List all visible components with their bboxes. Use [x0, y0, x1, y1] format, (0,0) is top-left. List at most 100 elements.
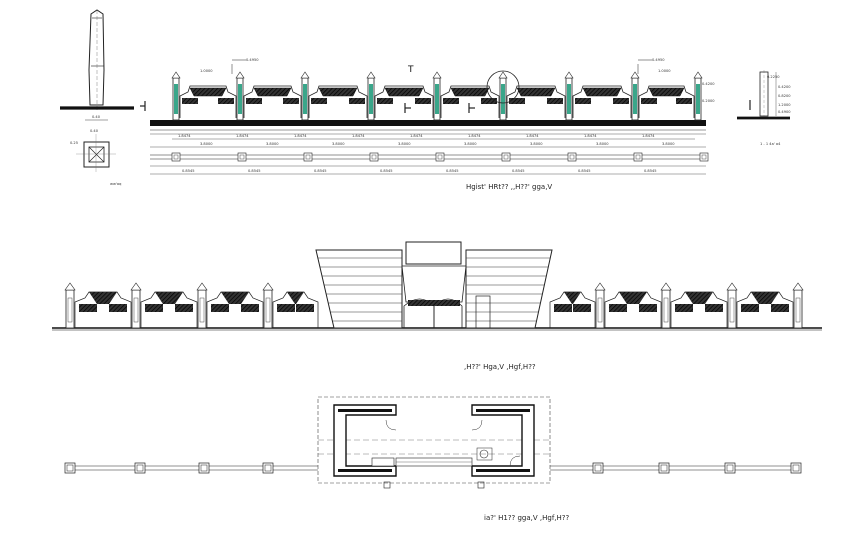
section-dimension-label: 1.8474 — [410, 134, 423, 138]
front-elevation: ,H??' Hga,V ,Hgf,H?? — [52, 241, 822, 371]
elevation-wall-panel — [604, 291, 662, 328]
section-pillar — [235, 71, 245, 121]
plan-right-room — [471, 404, 535, 477]
section-dimension-label: 0.8545 — [314, 169, 327, 173]
elevation-wall-panel — [140, 291, 198, 328]
section-pillar — [498, 71, 508, 121]
section-dimension-label: 3.8000 — [398, 142, 411, 146]
section-pillar — [693, 71, 703, 121]
plan-fence-post — [134, 462, 146, 474]
section-dimension-label: 1.8474 — [468, 134, 481, 138]
strip-post — [567, 152, 577, 162]
side-dim-5: 0.4900 — [778, 110, 791, 114]
section-top-mark: T — [407, 65, 414, 75]
section-wall-panel — [506, 85, 566, 118]
gate-left-wing — [315, 249, 403, 329]
strip-post — [369, 152, 379, 162]
column-shaft — [88, 9, 105, 106]
section-wall-panel — [308, 85, 368, 118]
side-dim-4: 1.2000 — [778, 103, 791, 107]
elevation-wall-panel — [206, 291, 264, 328]
section-pillar — [366, 71, 376, 121]
elevation-wall-panel — [272, 291, 319, 328]
column-plan-dimension: 0.40 — [90, 129, 99, 133]
section-wall-panel — [638, 85, 695, 118]
gate-top-block — [405, 241, 462, 265]
section-dimension-label: 1.8474 — [178, 134, 191, 138]
elevation-wall-panel — [670, 291, 728, 328]
column-detail: 0.40 0.40 0.25 ww'aq — [60, 9, 134, 186]
gate-plan: ia?' H1?? gga,V ,Hgf,H?? — [64, 396, 802, 522]
side-detail: 0.2250 0.4200 0.8200 1.2000 0.4900 1 - 1… — [737, 70, 791, 146]
elevation-pillar — [660, 282, 672, 329]
plan-fence-post — [724, 462, 736, 474]
gate-door — [475, 295, 491, 329]
section-wall-panel — [243, 85, 302, 118]
column-dimension: 0.40 — [92, 115, 101, 119]
gate-right-wing — [465, 249, 553, 329]
section-dimension-label: 0.8545 — [446, 169, 459, 173]
column-detail-caption: ww'aq — [110, 182, 121, 186]
strip-post — [633, 152, 643, 162]
section-dimension-label: 0.8545 — [644, 169, 657, 173]
column-plan: 0.40 0.25 — [70, 129, 116, 172]
section-dimension-label: 1.8474 — [294, 134, 307, 138]
section-dimension-label: 0.8545 — [182, 169, 195, 173]
elevation-pillar — [196, 282, 208, 329]
plan-fence-post — [658, 462, 670, 474]
section-wall-panel — [374, 85, 434, 118]
section-caption: Hgist' HRt?? ,,H??' gga,V — [466, 183, 552, 191]
section-level-right-4: 0.2000 — [702, 99, 715, 103]
elevation-pillar — [594, 282, 606, 329]
section-level-right: 0.4950 — [652, 58, 665, 62]
section-cut-markers — [404, 103, 475, 113]
elevation-pillar — [726, 282, 738, 329]
section-dimension-lines: 1.8474 1.8474 1.8474 1.8474 1.8474 1.8474 1.84… — [150, 134, 706, 175]
strip-post — [237, 152, 247, 162]
section-pillar — [564, 71, 574, 121]
section-pillars — [171, 71, 703, 121]
strip-post — [171, 152, 181, 162]
section-level-right-3: 0.4200 — [702, 82, 715, 86]
section-panels — [179, 85, 695, 118]
gate-canopy — [401, 265, 467, 303]
section-dimension-label: 0.8545 — [380, 169, 393, 173]
section-pillar — [171, 71, 181, 121]
fence-section: T 0.4950 0.4950 1.0000 1.0000 — [140, 58, 715, 191]
section-wall-panel — [572, 85, 632, 118]
side-dim-2: 0.4200 — [778, 85, 791, 89]
section-dimension-label: 3.8000 — [200, 142, 213, 146]
section-pillar — [432, 71, 442, 121]
section-dimension-label: 0.8545 — [512, 169, 525, 173]
plan-fence-line — [64, 462, 802, 474]
section-dimension-label: 1.8474 — [236, 134, 249, 138]
section-dimension-label: 1.8474 — [526, 134, 539, 138]
section-dimension-label: 3.8000 — [266, 142, 279, 146]
plan-fence-post — [592, 462, 604, 474]
plan-fence-post — [198, 462, 210, 474]
elevation-pillar — [792, 282, 804, 329]
section-pillar — [300, 71, 310, 121]
elevation-wall-panel — [549, 291, 596, 328]
side-dim-1: 0.2250 — [767, 75, 780, 79]
strip-post — [303, 152, 313, 162]
plan-caption: ia?' H1?? gga,V ,Hgf,H?? — [484, 514, 569, 522]
gate-planter — [408, 300, 460, 306]
strip-post — [699, 152, 709, 162]
elevation-panels — [74, 291, 794, 328]
column-plan-small-text: 0.25 — [70, 141, 78, 145]
elevation-pillar — [64, 282, 76, 329]
section-dimension-label: 3.8000 — [662, 142, 675, 146]
elevation-pillar — [130, 282, 142, 329]
plan-left-room — [333, 404, 397, 477]
elevation-wall-panel — [736, 291, 794, 328]
section-dimension-label: 3.8000 — [332, 142, 345, 146]
section-dimension-label: 1.8474 — [584, 134, 597, 138]
section-dimension-label: 1.8474 — [642, 134, 655, 138]
gate-building — [315, 241, 553, 329]
plan-outer-dashed-boundary — [317, 396, 551, 484]
plan-fence-post — [64, 462, 76, 474]
side-detail-caption: 1 - 1 4a' a4 — [760, 142, 781, 146]
elevation-pillar — [262, 282, 274, 329]
